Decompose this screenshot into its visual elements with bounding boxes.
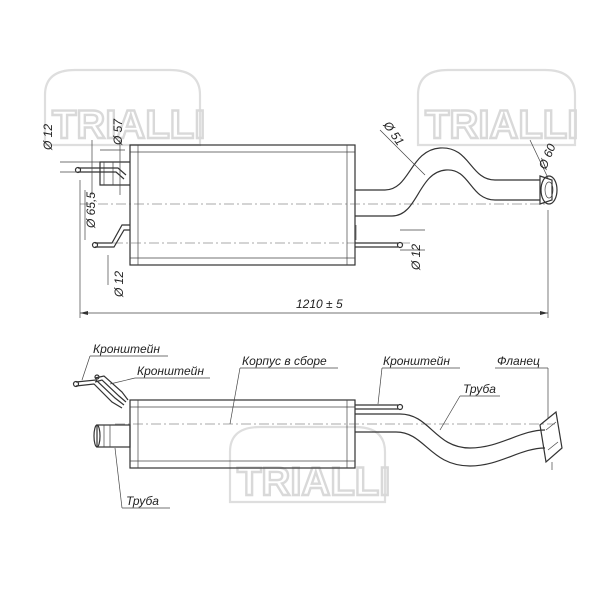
bracket-side-left-1 [75, 379, 125, 406]
watermark-text: TRIALLI [52, 103, 205, 147]
flange-side [539, 410, 563, 470]
flange-top [539, 175, 558, 205]
bracket-side-left-2 [94, 375, 129, 401]
dim-d12-top: Ø 12 [41, 124, 55, 151]
muffler-body-side [129, 399, 356, 469]
label-bracket-right: Кронштейн [383, 354, 450, 368]
muffler-body-top [129, 144, 356, 266]
watermark-top-right: TRIALLI [416, 68, 580, 148]
inlet-pipe-side [96, 424, 131, 448]
watermark-text: TRIALLI [425, 103, 578, 147]
watermark-bottom: TRIALLI [228, 425, 392, 505]
label-pipe-left: Труба [126, 494, 159, 508]
inlet-pipe [99, 161, 130, 186]
dim-d12-right: Ø 12 [409, 244, 423, 271]
top-view [60, 129, 558, 318]
outlet-pipe-side [355, 413, 546, 449]
label-pipe-right: Труба [463, 382, 496, 396]
dim-d51: Ø 51 [380, 118, 407, 148]
label-bracket-top-left: Кронштейн [93, 342, 160, 356]
label-bracket-mid-left: Кронштейн [137, 364, 204, 378]
dim-d12-bottom: Ø 12 [112, 271, 126, 298]
bracket-left-bottom [95, 224, 130, 244]
side-view [72, 355, 563, 509]
watermark-top-left: TRIALLI [43, 68, 207, 148]
dim-d65-5: Ø 65,5 [84, 192, 98, 229]
label-flange: Фланец [497, 354, 540, 368]
watermark-text: TRIALLI [237, 460, 390, 504]
outlet-pipe-top [355, 147, 540, 191]
dim-length: 1210 ± 5 [296, 297, 343, 311]
label-body-assembly: Корпус в сборе [242, 354, 327, 368]
bracket-left-top [78, 167, 127, 176]
dim-d57: Ø 57 [111, 118, 125, 146]
